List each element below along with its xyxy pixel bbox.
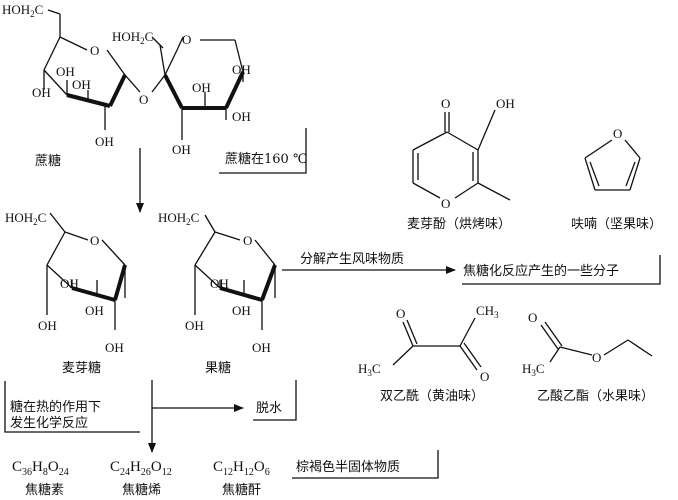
heat-reaction-bracket — [4, 381, 140, 433]
sucrose-oh-6: OH — [192, 80, 211, 95]
product-name-2: 焦糖烯 — [122, 483, 162, 498]
heat-sucrose-label: 蔗糖在160 ℃ — [225, 152, 308, 167]
furan-name: 呋喃（坚果味） — [571, 217, 663, 232]
glucose-oh-3: OH — [85, 303, 104, 318]
caramel-molecules-label: 焦糖化反应产生的一些分子 — [463, 264, 620, 279]
fructose-oh-2: OH — [185, 318, 204, 333]
decompose-label: 分解产生风味物质 — [300, 252, 405, 267]
dehydrate-bracket — [253, 380, 297, 421]
product-formula-1: C36H8O24 — [12, 459, 69, 479]
dehydrate-label: 脱水 — [256, 401, 283, 416]
sucrose-name: 蔗糖 — [35, 154, 62, 169]
ethyl-acetate-name: 乙酸乙酯（水果味） — [537, 389, 655, 404]
fructose-name: 果糖 — [205, 361, 232, 376]
ethyl-acetate-structure — [540, 321, 653, 363]
caramel-bracket — [462, 255, 661, 285]
heat-reaction-line2: 发生化学反应 — [10, 416, 89, 431]
glucose-oh-4: OH — [105, 340, 124, 355]
sucrose-hoh2c-left: HOH2C — [2, 2, 43, 19]
glucose-structure — [46, 212, 127, 330]
sucrose-oh-3: OH — [72, 77, 91, 92]
glucose-name: 麦芽糖 — [62, 361, 102, 376]
furan-structure — [584, 139, 641, 191]
glucose-hoh2c: HOH2C — [5, 210, 46, 227]
fructose-structure — [194, 214, 277, 330]
maltol-ring-o: O — [441, 196, 450, 211]
maltol-oh: OH — [496, 96, 515, 111]
product-name-3: 焦糖酐 — [222, 483, 262, 498]
product-formula-2: C24H26O12 — [110, 459, 172, 479]
sucrose-oh-1: OH — [56, 64, 75, 79]
glucose-ring-o: O — [90, 233, 99, 248]
product-name-1: 焦糖素 — [25, 483, 65, 498]
fructose-hoh2c: HOH2C — [158, 210, 199, 227]
sucrose-oh-7: OH — [232, 109, 251, 124]
ethyl-acetate-h3c: H3C — [522, 361, 545, 378]
ethyl-acetate-ester-o: O — [592, 350, 601, 365]
heat-reaction-line1: 糖在热的作用下 — [10, 400, 102, 415]
fructose-oh-4: OH — [252, 340, 271, 355]
heat-bracket — [219, 128, 307, 174]
sucrose-oh-4: OH — [95, 134, 114, 149]
furan-ring-o: O — [613, 126, 622, 141]
glucose-oh-1: OH — [60, 276, 79, 291]
diacetyl-o-top: O — [396, 306, 405, 321]
sucrose-oh-5: OH — [232, 62, 251, 77]
sucrose-structure — [43, 9, 245, 140]
glucose-oh-2: OH — [38, 318, 57, 333]
diacetyl-h3c: H3C — [358, 361, 381, 378]
fructose-oh-3: OH — [232, 303, 251, 318]
sucrose-ring-o-left: O — [90, 43, 99, 58]
diacetyl-ch3: CH3 — [476, 303, 499, 320]
sucrose-hoh2c-right: HOH2C — [112, 29, 153, 46]
product-formula-3: C12H12O6 — [213, 459, 270, 479]
sucrose-ring-o-right: O — [182, 32, 191, 47]
fructose-ring-o: O — [243, 233, 252, 248]
fructose-oh-1: OH — [210, 276, 229, 291]
diacetyl-structure — [392, 317, 482, 371]
brown-solid-bracket — [292, 450, 439, 479]
maltol-name: 麦芽酚（烘烤味） — [407, 217, 512, 232]
sucrose-oh-8: OH — [172, 142, 191, 157]
diacetyl-o-bottom: O — [480, 369, 489, 384]
sucrose-bridge-o: O — [139, 92, 148, 107]
diacetyl-name: 双乙酰（黄油味） — [380, 389, 485, 404]
maltol-structure — [412, 109, 511, 201]
maltol-ketone-o: O — [441, 96, 450, 111]
ethyl-acetate-carbonyl-o: O — [528, 310, 537, 325]
brown-solid-label: 棕褐色半固体物质 — [296, 460, 401, 475]
sucrose-oh-2: OH — [32, 85, 51, 100]
